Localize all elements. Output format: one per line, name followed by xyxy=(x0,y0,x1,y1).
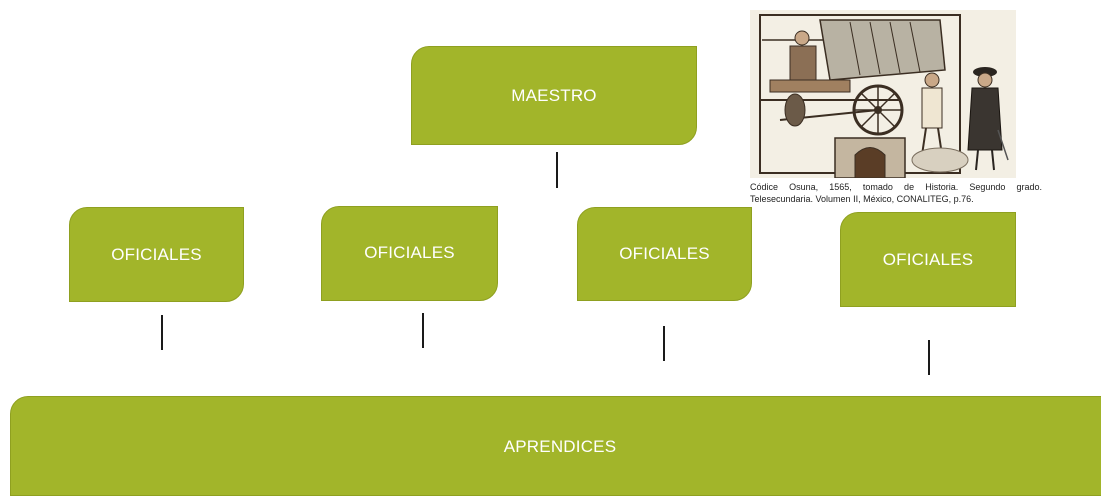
maestro-label: MAESTRO xyxy=(511,85,597,105)
connector-oficiales-1 xyxy=(161,315,163,350)
codex-drawing xyxy=(750,10,1016,178)
oficiales-box-1: OFICIALES xyxy=(69,207,244,302)
connector-maestro xyxy=(556,152,558,188)
codex-illustration xyxy=(750,10,1016,178)
connector-oficiales-3 xyxy=(663,326,665,361)
oficiales-label-4: OFICIALES xyxy=(882,249,974,269)
oficiales-label-3: OFICIALES xyxy=(619,244,710,263)
oficiales-box-2: OFICIALES xyxy=(321,206,498,301)
maestro-box: MAESTRO xyxy=(411,46,697,145)
connector-oficiales-2 xyxy=(422,313,424,348)
oficiales-box-3: OFICIALES xyxy=(577,207,752,301)
aprendices-label: APRENDICES xyxy=(503,437,617,456)
oficiales-label-1: OFICIALES xyxy=(111,244,202,264)
oficiales-box-4: OFICIALES xyxy=(840,212,1016,307)
oficiales-label-2: OFICIALES xyxy=(364,243,455,262)
aprendices-box: APRENDICES xyxy=(10,396,1101,496)
codex-caption: Códice Osuna, 1565, tomado de Historia. … xyxy=(750,182,1042,204)
connector-oficiales-4 xyxy=(928,340,930,375)
